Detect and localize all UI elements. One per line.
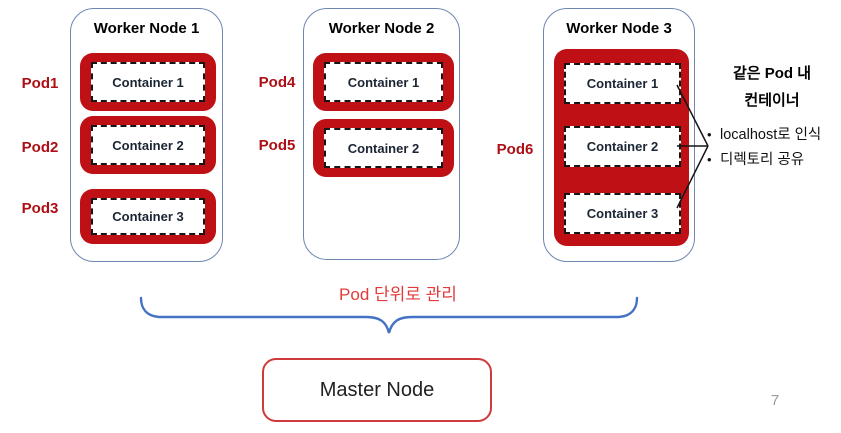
pod6-container-3: Container 3 xyxy=(564,193,681,234)
pod-2: Container 2 xyxy=(80,116,216,174)
pod6-container-2: Container 2 xyxy=(564,126,681,167)
annotation-bullet-2-text: 디렉토리 공유 xyxy=(720,152,805,168)
pod2-container-2: Container 2 xyxy=(91,125,205,165)
annotation-bullet-list: • localhost로 인식 • 디렉토리 공유 xyxy=(705,123,839,173)
bullet-icon: • xyxy=(707,127,712,142)
pod-3-label: Pod3 xyxy=(21,200,59,217)
pod4-container-1: Container 1 xyxy=(324,62,443,102)
annotation-bullet-1: • localhost로 인식 xyxy=(705,123,839,148)
pod3-container-3: Container 3 xyxy=(91,198,205,235)
annotation-title-line2: 컨테이너 xyxy=(744,92,800,109)
worker-node-1-title: Worker Node 1 xyxy=(93,20,200,37)
pod-1: Container 1 xyxy=(80,53,216,111)
pod5-container-2: Container 2 xyxy=(324,128,443,168)
pod-management-caption: Pod 단위로 관리 xyxy=(339,285,457,304)
master-node-box: Master Node xyxy=(262,358,492,422)
same-pod-annotation: 같은 Pod 내 컨테이너 • localhost로 인식 • 디렉토리 공유 xyxy=(705,60,839,173)
worker-node-3: Worker Node 3 Container 1 Container 2 Co… xyxy=(543,8,695,262)
bullet-icon: • xyxy=(707,152,712,167)
pod-5: Container 2 xyxy=(313,119,454,177)
page-number: 7 xyxy=(770,392,780,409)
worker-node-3-title: Worker Node 3 xyxy=(566,20,672,37)
pod1-container-1: Container 1 xyxy=(91,62,205,102)
worker-node-2: Worker Node 2 Container 1 Container 2 xyxy=(303,8,460,260)
pod6-container-1: Container 1 xyxy=(564,63,681,104)
pod-4: Container 1 xyxy=(313,53,454,111)
worker-node-1: Worker Node 1 Container 1 Container 2 Co… xyxy=(70,8,223,262)
pod-4-label: Pod4 xyxy=(258,74,296,91)
pod-6: Container 1 Container 2 Container 3 xyxy=(554,49,689,246)
pod-5-label: Pod5 xyxy=(258,137,296,154)
pod-2-label: Pod2 xyxy=(21,139,59,156)
pod-6-label: Pod6 xyxy=(496,141,534,158)
worker-node-2-title: Worker Node 2 xyxy=(328,20,435,37)
pod-1-label: Pod1 xyxy=(21,75,59,92)
annotation-title-line1: 같은 Pod 내 xyxy=(732,65,812,82)
master-node-label: Master Node xyxy=(319,378,435,401)
annotation-bullet-1-text: localhost로 인식 xyxy=(720,127,822,143)
pod-3: Container 3 xyxy=(80,189,216,244)
annotation-bullet-2: • 디렉토리 공유 xyxy=(705,148,839,173)
